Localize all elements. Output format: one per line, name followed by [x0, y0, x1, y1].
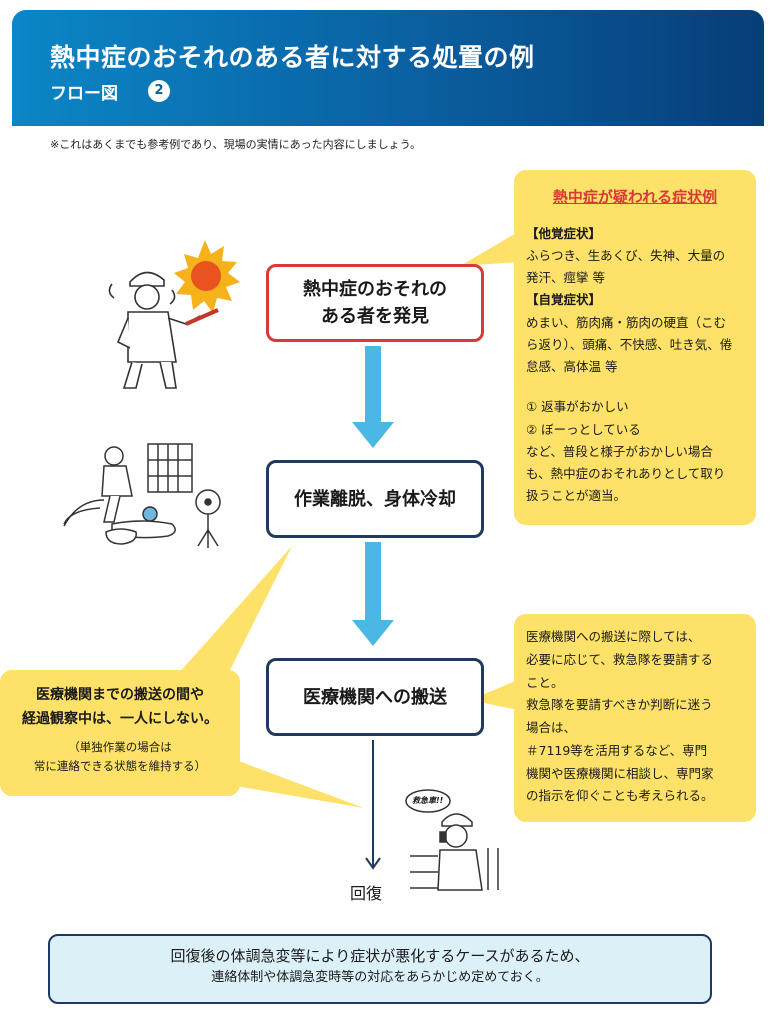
watch-sub-line: （単独作業の場合は	[68, 739, 172, 754]
step-badge: 2	[148, 80, 170, 102]
symptom-list-item: 扱うことが適当。	[526, 488, 627, 504]
watch-main-line: 医療機関までの搬送の間や	[36, 687, 204, 703]
post-recovery-notice-line1: 回復後の体調急変等により症状が悪化するケースがあるため、	[170, 947, 590, 965]
medical-note-line: 機関や医療機関に相談し、専門家	[526, 765, 714, 781]
header-banner	[12, 10, 764, 126]
medical-note-line: 場合は、	[526, 720, 577, 735]
medical-note-line: 必要に応じて、救急隊を要請する	[526, 651, 713, 667]
flow-arrow-1	[352, 346, 394, 448]
watch-callout-tail-upper	[178, 546, 292, 674]
medical-note-line: 救急隊を要請すべきか判断に迷う	[526, 697, 713, 713]
subjective-symptoms-line: ら返り）、頭痛、不快感、吐き気、倦	[526, 336, 733, 352]
flow-step-cooling: 作業離脱、身体冷却	[266, 460, 484, 538]
phone-call-worker-illustration	[405, 789, 499, 891]
flow-step-transport: 医療機関への搬送	[266, 658, 484, 736]
subjective-symptoms-heading: 【自覚症状】	[526, 292, 602, 308]
reference-note: ※これはあくまでも参考例であり、現場の実情にあった内容にしましょう。	[50, 138, 422, 151]
symptom-list-item: ① 返事がおかしい	[526, 399, 629, 415]
sun-icon	[174, 240, 240, 313]
ambulance-shout-text: 救急車!!	[412, 796, 444, 805]
watch-main-line: 経過観察中は、一人にしない。	[22, 710, 218, 727]
objective-symptoms-line: ふらつき、生あくび、失神、大量の	[526, 247, 726, 263]
symptoms-callout: 熱中症が疑われる症状例 【他覚症状】 ふらつき、生あくび、失神、大量の 発汗、痙…	[514, 170, 756, 525]
symptom-list-item: ② ぼーっとしている	[526, 421, 641, 437]
symptoms-callout-tail	[460, 232, 518, 266]
electric-fan-icon	[195, 489, 221, 548]
subjective-symptoms-line: 怠感、高体温 等	[526, 359, 618, 375]
medical-note-line: ＃7119等を活用するなど、専門	[526, 742, 708, 758]
flow-arrow-3	[365, 740, 381, 870]
cooling-scene-illustration	[63, 443, 193, 545]
dizzy-worker-illustration	[108, 271, 219, 389]
watch-sub-line: 常に連絡できる状態を維持する）	[33, 759, 207, 774]
medical-note-line: 医療機関への搬送に際しては、	[526, 629, 701, 644]
medical-transport-callout: 医療機関への搬送に際しては、 必要に応じて、救急隊を要請する こと。 救急隊を要…	[514, 614, 756, 822]
symptom-list-item: も、熱中症のおそれありとして取り	[526, 466, 726, 482]
objective-symptoms-line: 発汗、痙攣 等	[526, 270, 605, 286]
flow-step-discover-line1: 熱中症のおそれの	[303, 279, 447, 300]
flow-step-discover: 熱中症のおそれの ある者を発見	[266, 264, 484, 342]
flow-step-recovery: 回復	[350, 884, 383, 903]
objective-symptoms-heading: 【他覚症状】	[526, 225, 602, 241]
medical-note-line: こと。	[526, 674, 564, 690]
medical-note-line: の指示を仰ぐことも考えられる。	[526, 788, 714, 804]
subjective-symptoms-line: めまい、筋肉痛・筋肉の硬直（こむ	[526, 314, 727, 330]
flow-step-discover-line2: ある者を発見	[321, 306, 429, 327]
symptoms-title: 熱中症が疑われる症状例	[552, 188, 718, 206]
page-subtitle: フロー図	[50, 84, 118, 104]
post-recovery-notice: 回復後の体調急変等により症状が悪化するケースがあるため、 連絡体制や体調急変時等…	[48, 934, 712, 1004]
flow-arrow-2	[352, 542, 394, 646]
page-title: 熱中症のおそれのある者に対する処置の例	[50, 43, 535, 72]
post-recovery-notice-line2: 連絡体制や体調急変時等の対応をあらかじめ定めておく。	[211, 970, 549, 985]
watch-callout-tail-lower	[236, 760, 364, 808]
symptom-list-item: など、普段と様子がおかしい場合	[526, 443, 713, 459]
do-not-leave-alone-callout: 医療機関までの搬送の間や 経過観察中は、一人にしない。 （単独作業の場合は 常に…	[0, 670, 240, 796]
